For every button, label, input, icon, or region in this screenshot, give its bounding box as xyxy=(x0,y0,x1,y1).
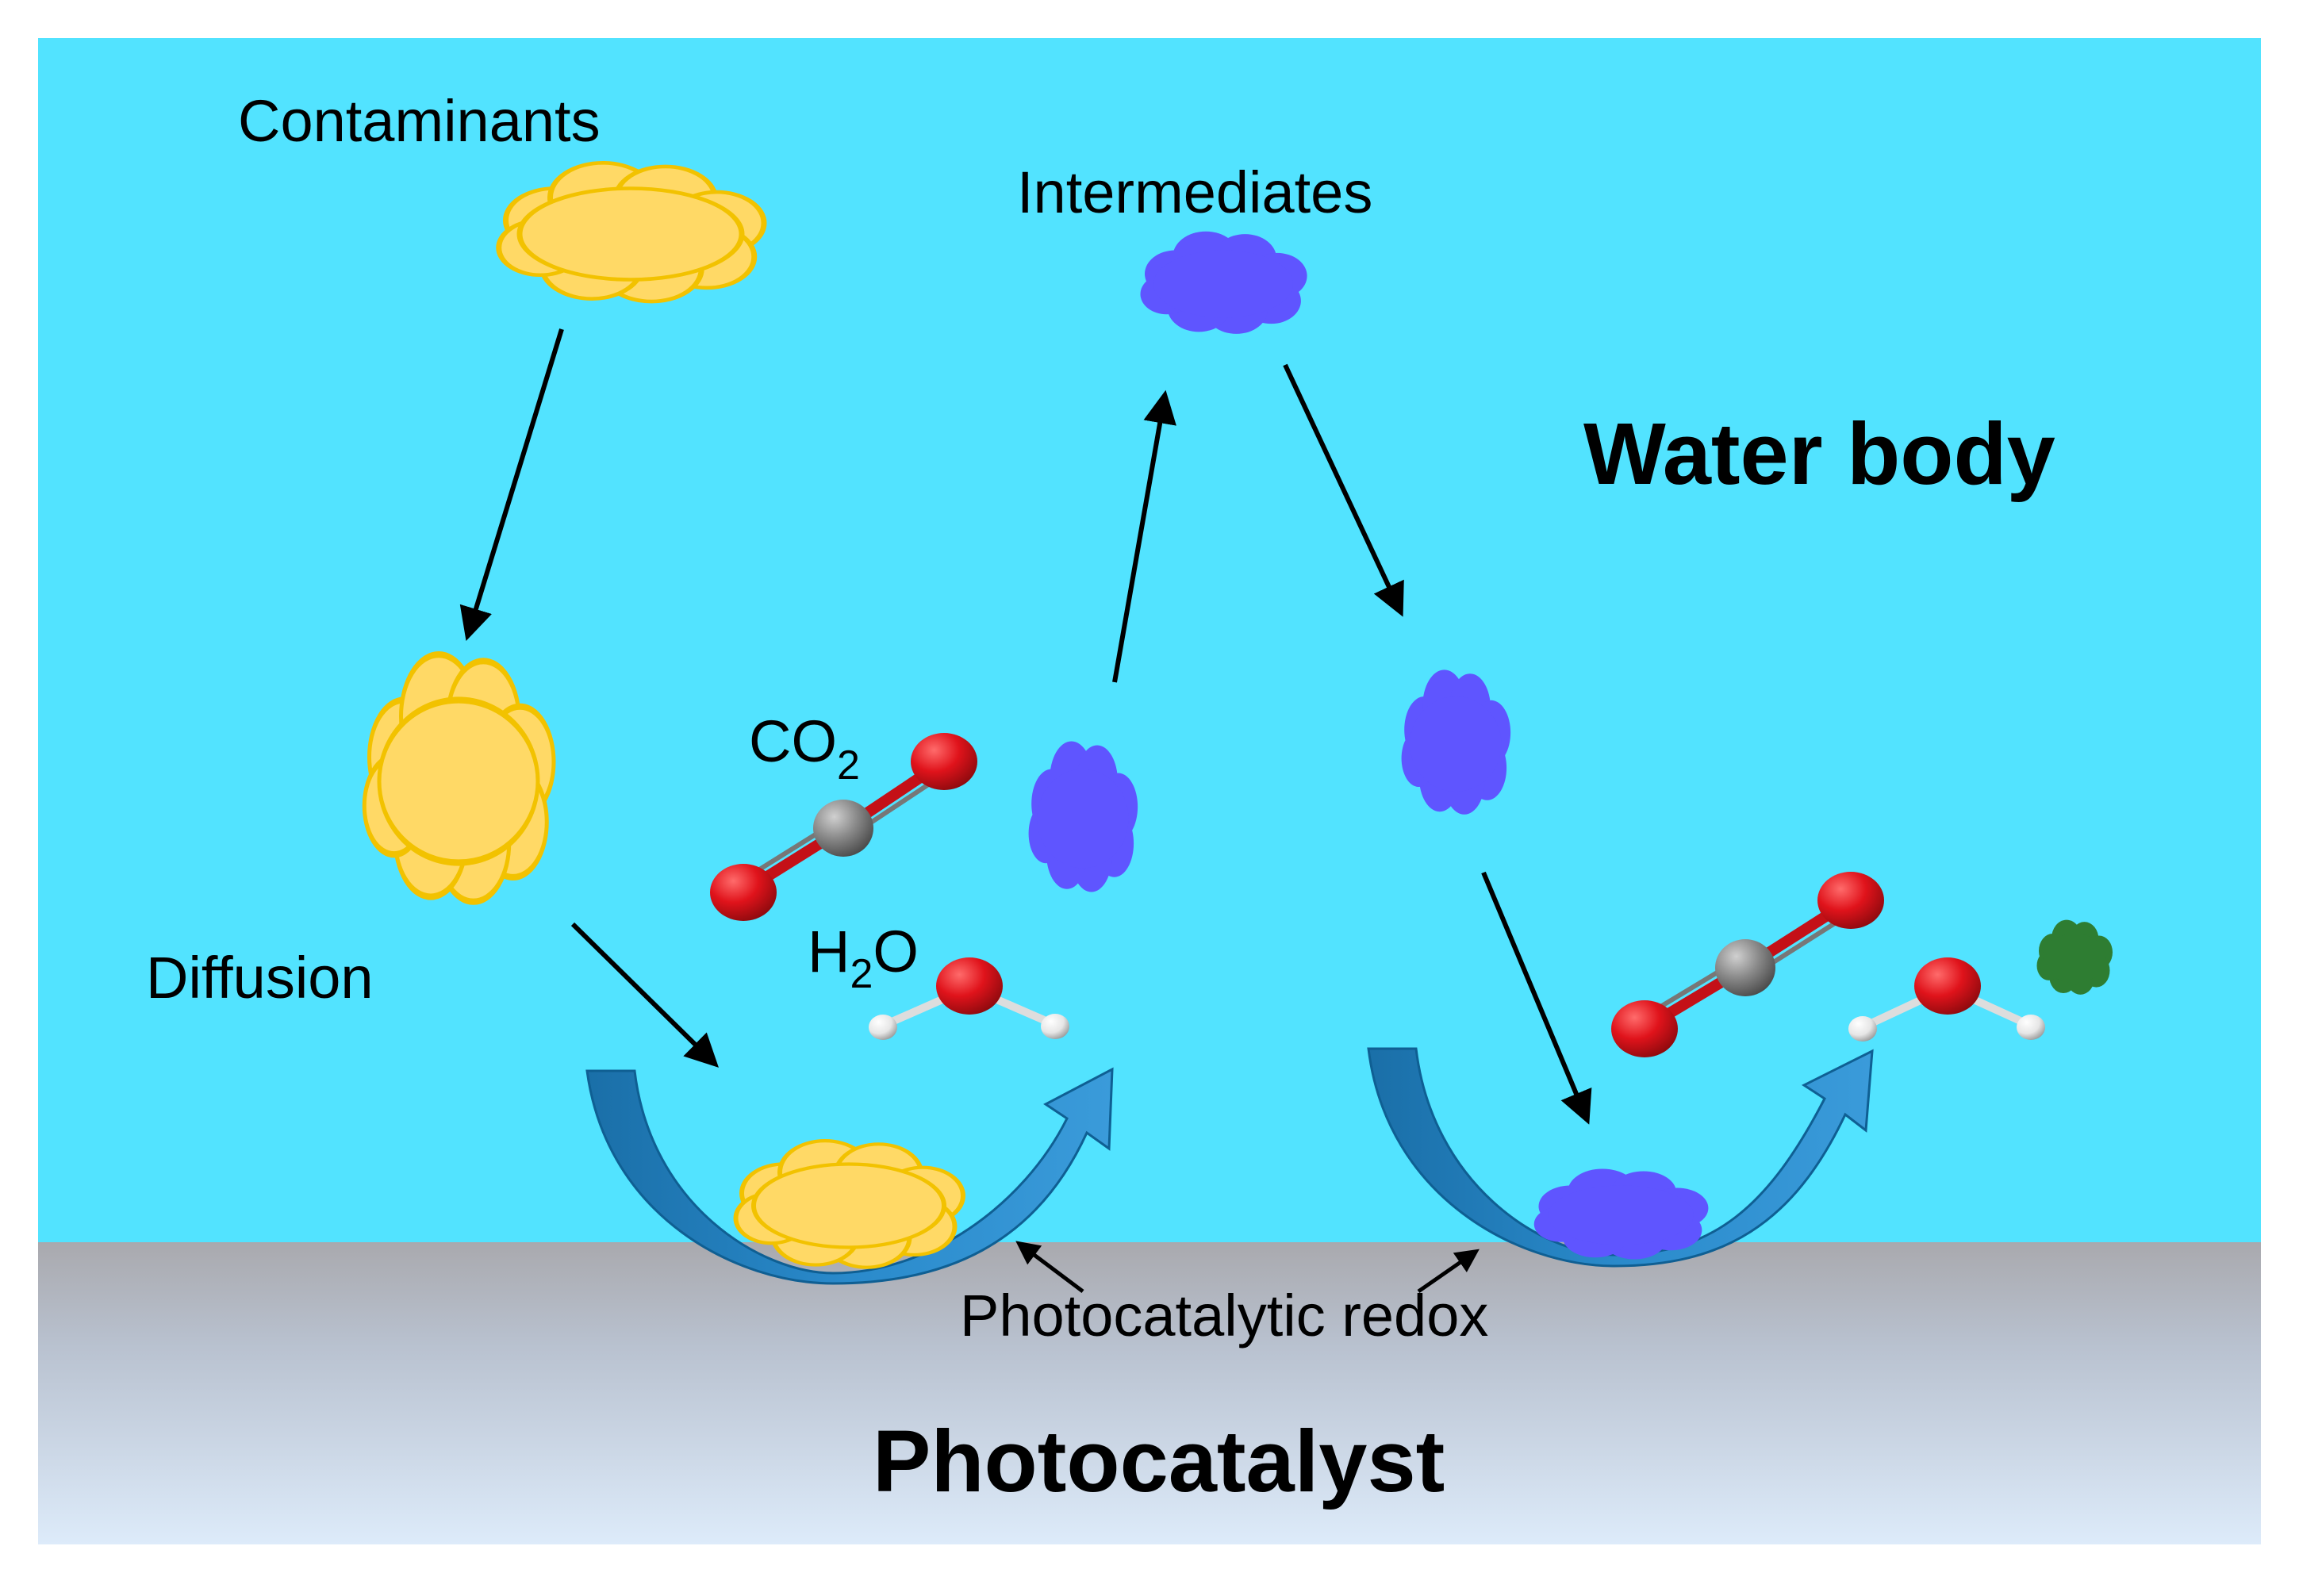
photocatalytic-redox-label: Photocatalytic redox xyxy=(960,1283,1488,1349)
water-body-region xyxy=(38,38,2261,1242)
process-arrow-left xyxy=(585,1067,1114,1285)
diffusion-label: Diffusion xyxy=(146,945,374,1011)
h2o-label: H2O xyxy=(808,919,919,997)
process-arrow-right xyxy=(1367,1047,1874,1268)
intermediates-label: Intermediates xyxy=(1017,159,1372,225)
arrow-diffusion-to-surface xyxy=(570,922,719,1068)
co2-label-main: CO xyxy=(749,708,837,774)
co2-molecule-right xyxy=(1611,872,1884,1057)
co2-label: CO2 xyxy=(749,708,860,788)
water-body-label: Water body xyxy=(1583,405,2055,503)
h2o-label-h: H xyxy=(808,919,850,984)
arrow-intermediate-to-surface xyxy=(1481,871,1592,1125)
photocatalyst-label: Photocatalyst xyxy=(873,1413,1445,1510)
contaminants-label: Contaminants xyxy=(238,88,601,154)
co2-molecule-left xyxy=(710,733,977,921)
photocatalyst-region xyxy=(38,1242,2261,1544)
h2o-label-o: O xyxy=(873,919,919,984)
arrow-intermediates-down xyxy=(1283,363,1404,617)
arrow-redox-left xyxy=(1015,1241,1084,1293)
arrow-redox-right xyxy=(1417,1249,1480,1294)
h2o-label-sub: 2 xyxy=(850,951,873,997)
arrow-contaminant-down xyxy=(459,328,564,642)
h2o-molecule-left xyxy=(869,957,1069,1040)
co2-label-sub: 2 xyxy=(837,742,860,788)
h2o-molecule-right xyxy=(1848,957,2045,1042)
arrow-to-intermediates xyxy=(1112,389,1176,683)
